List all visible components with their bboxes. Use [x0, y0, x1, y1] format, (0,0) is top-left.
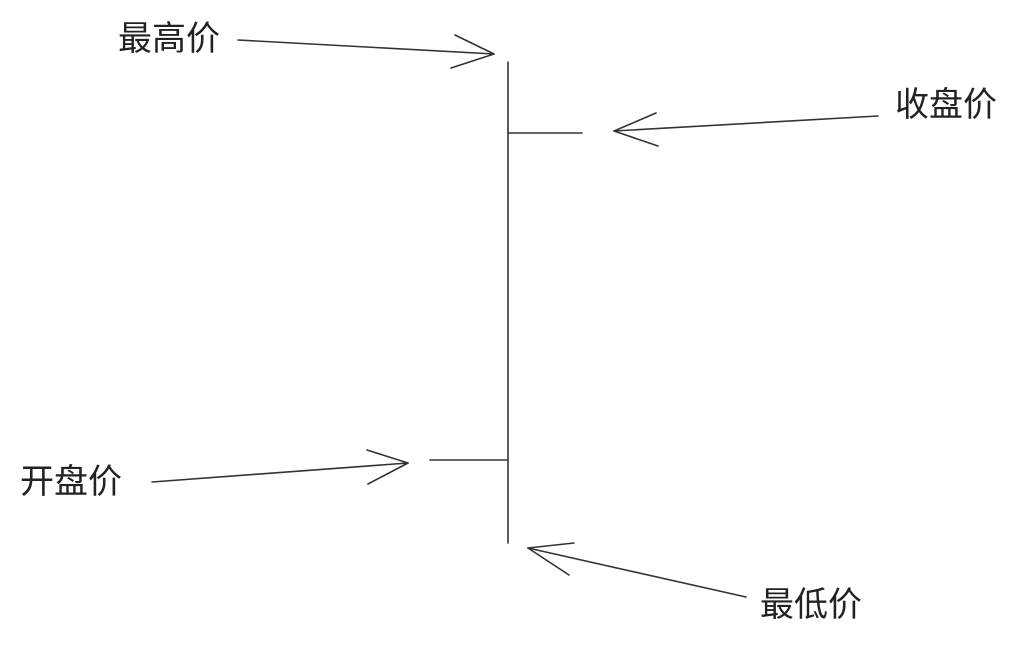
low-arrow	[527, 542, 747, 598]
high-price-label: 最高价	[118, 19, 220, 59]
open-price-label: 开盘价	[20, 462, 122, 502]
close-arrow	[613, 112, 879, 147]
high-arrow	[237, 34, 495, 69]
close-price-label: 收盘价	[895, 85, 997, 125]
low-price-label: 最低价	[760, 585, 862, 625]
open-arrow	[151, 449, 409, 485]
